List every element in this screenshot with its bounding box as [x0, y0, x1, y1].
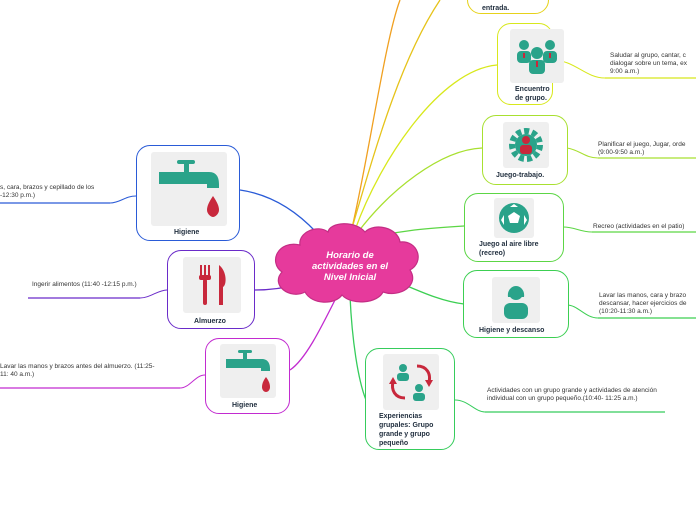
note-higiene-upper: s, cara, brazos y cepillado de los -12:3… [0, 184, 95, 199]
link-entrada [351, 0, 401, 229]
node-label: Experiencias grupales: Grupo grande y gr… [379, 413, 434, 447]
note-encuentro: Saludar al grupo, cantar, c dialogar sob… [610, 52, 687, 75]
node-label: Higiene [174, 229, 200, 236]
group-cycle-icon [383, 354, 439, 410]
node-label: Higiene [232, 402, 258, 409]
node-higiene-upper[interactable]: Higiene [136, 145, 240, 241]
link-entrada-2 [351, 0, 441, 229]
link-higiene-1 [239, 189, 317, 233]
fork-knife-icon [183, 257, 241, 313]
link-encuentro [354, 64, 498, 231]
note-aire-libre: Recreo (actividades en el patio) [593, 223, 685, 230]
note-juego-trabajo: Planificar el juego, Jugar, orde (9:00-9… [598, 141, 686, 156]
node-label: entrada. [482, 5, 510, 12]
node-almuerzo[interactable]: Almuerzo [167, 250, 255, 329]
note-higiene-lower: Lavar las manos y brazos antes del almue… [0, 363, 155, 378]
central-topic: Horario de actividades en el Nivel Inici… [311, 250, 389, 283]
group-people-icon [510, 29, 564, 83]
link-higiene-2 [289, 297, 337, 371]
central-cloud[interactable] [275, 223, 419, 303]
water-tap-icon [220, 344, 276, 398]
note-higiene-descanso: Lavar las manos, cara y brazo descansar,… [599, 292, 687, 315]
node-higiene-lower[interactable]: Higiene [205, 338, 290, 414]
node-juego-trabajo[interactable]: Juego-trabajo. [482, 115, 568, 185]
note-almuerzo: Ingerir alimentos (11:40 -12:15 p.m.) [32, 281, 137, 288]
node-label: Juego-trabajo. [496, 172, 545, 179]
soccer-ball-icon [494, 198, 534, 238]
woman-person-icon [492, 277, 540, 323]
node-entrada[interactable]: entrada. [467, 0, 549, 14]
node-juego-al-aire-libre[interactable]: Juego al aire libre (recreo) [464, 193, 564, 262]
node-label: Almuerzo [194, 318, 226, 325]
gear-person-icon [503, 122, 549, 168]
note-experiencias: Actividades con un grupo grande y activi… [487, 387, 657, 402]
node-experiencias-grupales[interactable]: Experiencias grupales: Grupo grande y gr… [365, 348, 455, 450]
link-experiencias [349, 295, 367, 401]
node-encuentro-de-grupo[interactable]: Encuentro de grupo. [497, 23, 564, 105]
node-label: Higiene y descanso [479, 327, 545, 334]
node-label: Encuentro de grupo. [515, 86, 550, 102]
node-label: Juego al aire libre (recreo) [479, 241, 539, 257]
water-tap-icon [151, 152, 227, 226]
node-higiene-y-descanso[interactable]: Higiene y descanso [463, 270, 569, 338]
link-juego-trabajo [357, 147, 483, 233]
